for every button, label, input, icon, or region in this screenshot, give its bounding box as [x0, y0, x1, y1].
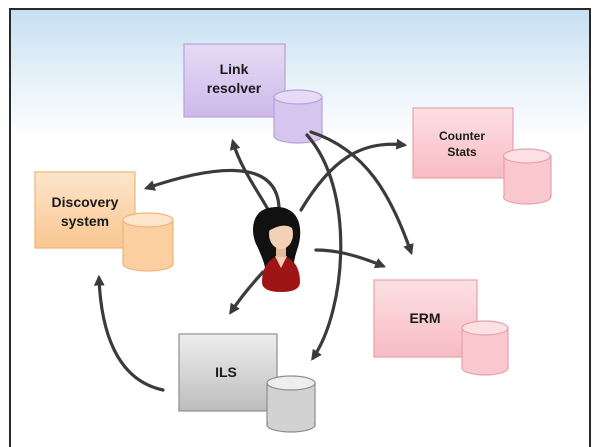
counter-stats-node: Counter Stats — [412, 107, 552, 205]
arrow-user-to-ils — [229, 270, 265, 315]
erm-node: ERM — [373, 279, 509, 376]
link-resolver-label-1: Link — [220, 61, 249, 77]
database-icon — [122, 212, 174, 272]
database-icon — [502, 148, 552, 205]
link-resolver-box — [183, 43, 286, 118]
ils-node: ILS — [178, 333, 316, 433]
counter-stats-label-2: Stats — [447, 145, 477, 159]
arrow-user-to-discovery — [143, 168, 281, 209]
ils-box — [178, 333, 278, 412]
discovery-label-2: system — [61, 213, 109, 229]
database-icon — [273, 89, 323, 144]
arrow-link-resolver-to-ils — [305, 133, 343, 361]
discovery-system-node: Discovery system — [34, 171, 174, 272]
discovery-system-box — [34, 171, 136, 249]
database-icon — [266, 375, 316, 433]
diagram-slide: Link resolver Counter Stats Discovery sy… — [9, 8, 591, 447]
connection-arrows — [93, 130, 414, 392]
diagram-canvas: Link resolver Counter Stats Discovery sy… — [34, 43, 552, 433]
counter-stats-box — [412, 107, 514, 179]
arrow-user-to-erm — [314, 248, 387, 269]
arrow-user-to-counter-stats — [299, 138, 408, 212]
discovery-label-1: Discovery — [52, 194, 119, 210]
arrow-link-resolver-to-erm — [309, 130, 414, 256]
counter-stats-label-1: Counter — [439, 129, 485, 143]
database-icon — [461, 320, 509, 376]
link-resolver-node: Link resolver — [183, 43, 323, 144]
erm-box — [373, 279, 478, 358]
link-resolver-label-2: resolver — [207, 80, 262, 96]
erm-label: ERM — [409, 310, 440, 326]
arrow-ils-to-discovery — [93, 274, 165, 392]
ils-label: ILS — [215, 364, 237, 380]
user-woman-icon — [252, 207, 301, 292]
